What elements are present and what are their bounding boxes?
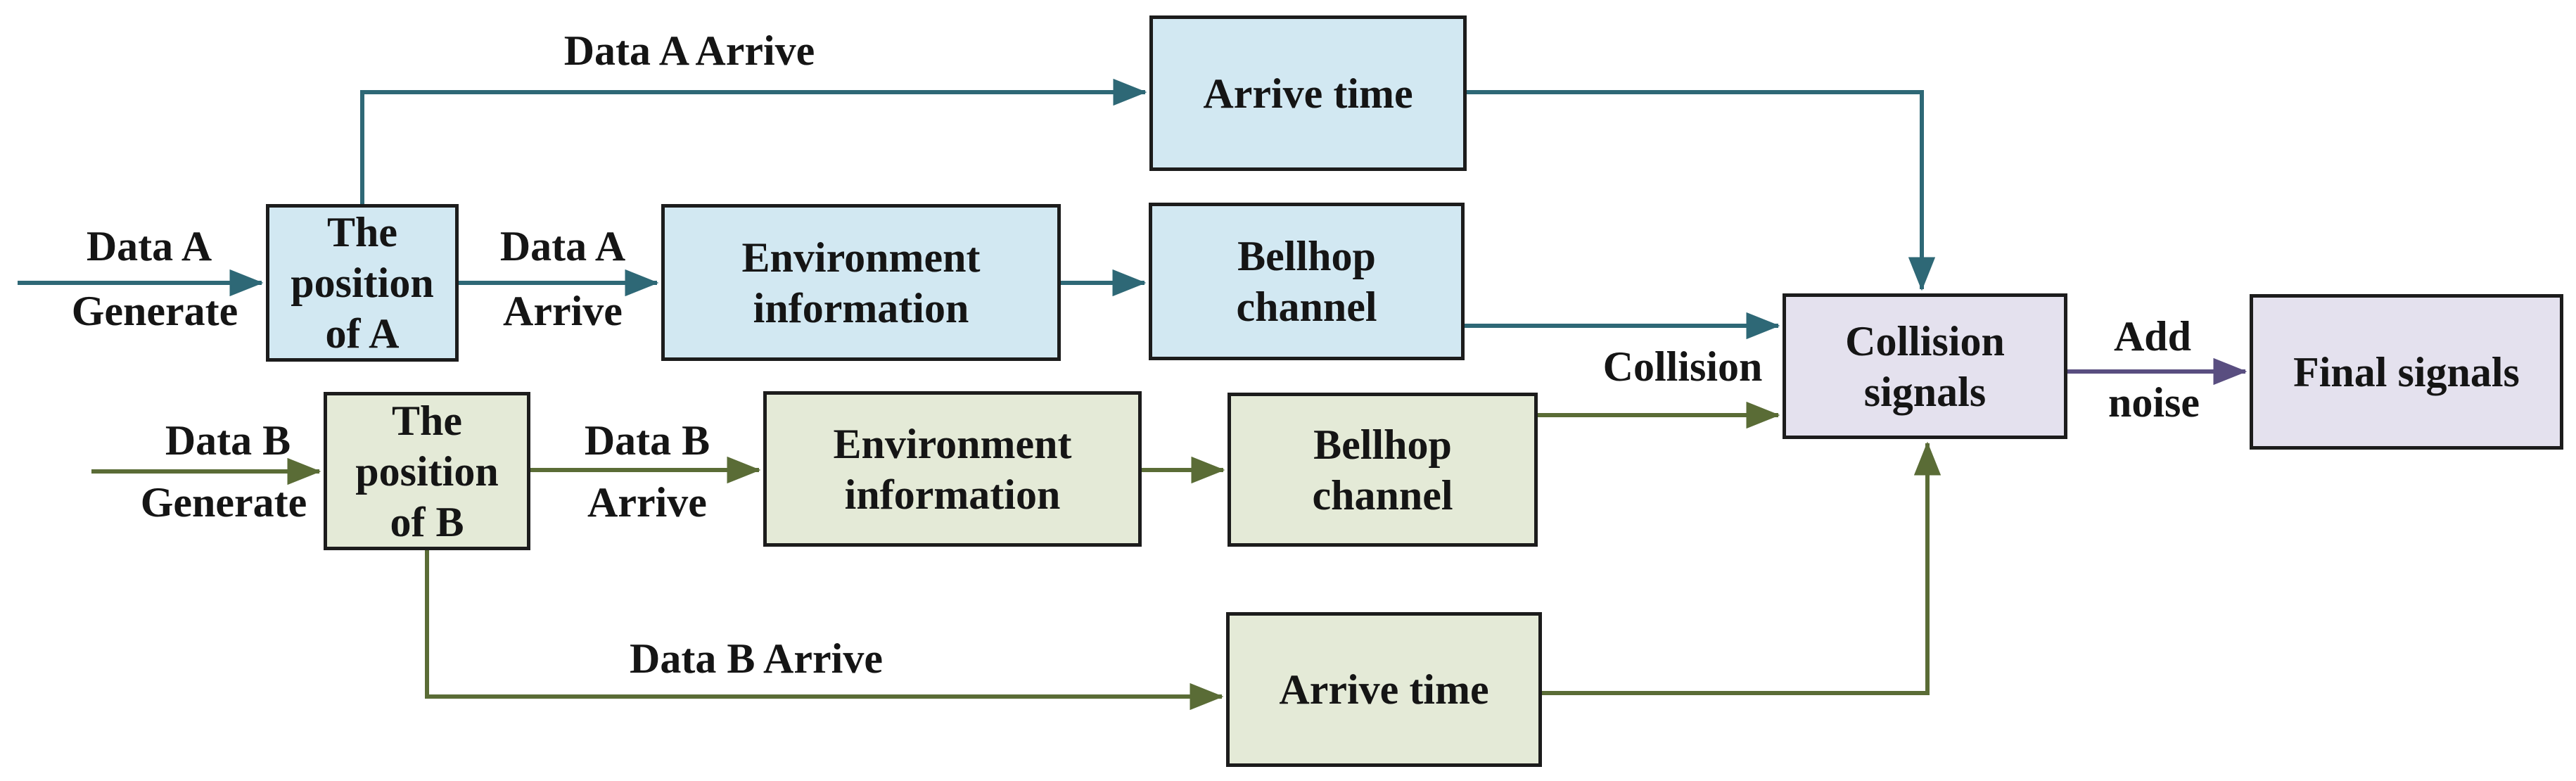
node-label: Environment information — [833, 420, 1072, 518]
edge-position-a-to-arrive-time-a — [360, 78, 1147, 204]
edge-label-data-a-arrive-line2: Arrive — [503, 288, 623, 334]
edge-label-data-a-generate-line1: Data A — [86, 223, 212, 269]
node-arrive-time-b: Arrive time — [1226, 612, 1542, 767]
edge-position-b-to-arrive-time-b — [425, 550, 1224, 711]
node-label: Arrive time — [1203, 70, 1413, 117]
edge-label-data-b-arrive-bottom: Data B Arrive — [630, 635, 883, 682]
node-label: Arrive time — [1279, 666, 1489, 713]
node-position-of-b: The position of B — [324, 392, 530, 550]
node-bellhop-channel-a: Bellhop channel — [1149, 203, 1465, 360]
edge-label-data-a-generate-line2: Generate — [71, 288, 238, 334]
edge-label-collision: Collision — [1602, 343, 1763, 390]
node-environment-information-b: Environment information — [763, 391, 1142, 547]
node-label: The position of A — [291, 209, 434, 357]
node-arrive-time-a: Arrive time — [1149, 15, 1467, 171]
edge-label-data-b-generate-line2: Generate — [140, 479, 307, 526]
edge-arrive-time-b-to-collision — [1542, 441, 1941, 695]
node-position-of-a: The position of A — [266, 204, 459, 362]
edge-label-add-noise-line1: Add — [2113, 313, 2192, 360]
node-environment-information-a: Environment information — [661, 204, 1061, 361]
edge-label-data-b-generate-line1: Data B — [165, 417, 291, 464]
node-bellhop-channel-b: Bellhop channel — [1228, 393, 1538, 547]
edge-label-data-a-arrive-top: Data A Arrive — [563, 27, 815, 74]
node-label: Bellhop channel — [1312, 421, 1453, 519]
edge-label-add-noise-line2: noise — [2108, 379, 2200, 426]
edge-arrive-time-a-to-collision — [1467, 90, 1936, 291]
node-label: The position of B — [355, 397, 499, 545]
edge-label-data-b-arrive-line2: Arrive — [587, 479, 707, 526]
edge-label-data-b-arrive-line1: Data B — [584, 417, 710, 464]
node-label: Final signals — [2293, 348, 2520, 395]
node-label: Environment information — [741, 234, 981, 331]
node-final-signals: Final signals — [2250, 294, 2563, 450]
node-collision-signals: Collision signals — [1783, 293, 2067, 439]
node-label: Bellhop channel — [1236, 233, 1377, 330]
edge-label-data-a-arrive-line1: Data A — [499, 223, 626, 269]
node-label: Collision signals — [1845, 317, 2005, 415]
